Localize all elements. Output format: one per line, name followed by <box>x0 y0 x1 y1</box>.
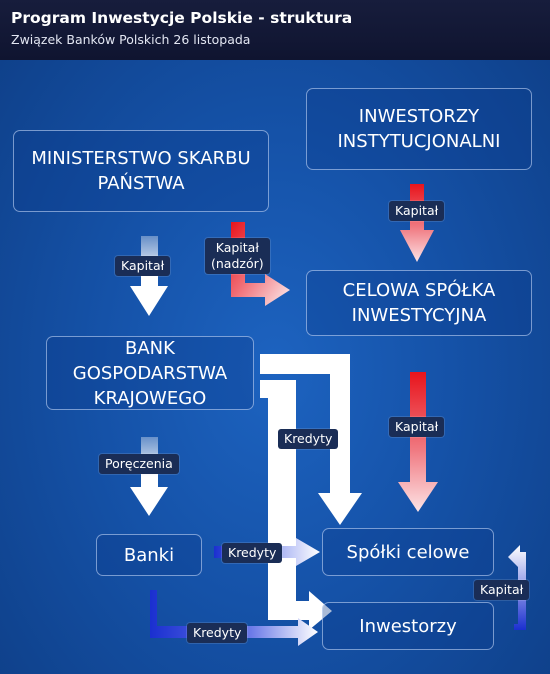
node-inwestorzy-label: Inwestorzy <box>359 615 457 637</box>
arrow-msp-to-bgk <box>130 236 168 316</box>
arrow-bgk-to-inwestorzy <box>260 380 332 630</box>
node-bgk: BANK GOSPODARSTWA KRAJOWEGO <box>46 336 254 410</box>
arrow-celowa-to-spolki <box>398 372 438 512</box>
edge-label-kapital-celowa: Kapitał <box>389 417 445 437</box>
edge-label-kapital-nadzor: Kapitał (nadzór) <box>205 238 270 274</box>
node-spolki-celowe: Spółki celowe <box>322 528 494 576</box>
node-inwestorzy-instytucjonalni: INWESTORZY INSTYTUCJONALNI <box>306 88 532 170</box>
edge-label-poreczenia: Poręczenia <box>99 454 179 474</box>
page-title: Program Inwestycje Polskie - struktura <box>11 9 353 27</box>
arrow-inst-to-celowa <box>400 184 434 262</box>
edge-label-kredyty-banki-spolki: Kredyty <box>222 543 283 563</box>
arrow-bgk-to-spolki <box>260 354 362 525</box>
node-ministerstwo-label: MINISTERSTWO SKARBU PAŃSTWA <box>31 148 251 194</box>
arrow-bgk-to-banki <box>130 437 168 516</box>
arrow-inwestorzy-to-spolki <box>508 545 526 630</box>
node-inwestorzy: Inwestorzy <box>322 602 494 650</box>
node-celowa-spolka-label: CELOWA SPÓŁKA INWESTYCYJNA <box>342 280 496 326</box>
edge-label-kredyty-bgk: Kredyty <box>278 429 339 449</box>
node-ministerstwo: MINISTERSTWO SKARBU PAŃSTWA <box>13 130 269 212</box>
edge-label-kredyty-banki-inwestorzy: Kredyty <box>187 623 248 643</box>
node-inwestorzy-instytucjonalni-label: INWESTORZY INSTYTUCJONALNI <box>337 106 501 152</box>
node-banki-label: Banki <box>123 544 175 566</box>
arrow-msp-to-celowa <box>231 222 290 306</box>
node-banki: Banki <box>96 534 202 576</box>
edge-label-kapital-msp-bgk: Kapitał <box>115 256 171 276</box>
node-bgk-label: BANK GOSPODARSTWA KRAJOWEGO <box>72 337 228 409</box>
page-subtitle: Związek Banków Polskich 26 listopada <box>11 32 251 47</box>
edge-label-kapital-inst: Kapitał <box>389 201 445 221</box>
node-spolki-celowe-label: Spółki celowe <box>346 541 470 563</box>
node-celowa-spolka: CELOWA SPÓŁKA INWESTYCYJNA <box>306 270 532 336</box>
header-bar: Program Inwestycje Polskie - struktura Z… <box>0 0 550 60</box>
edge-label-kapital-inwestorzy-spolki: Kapitał <box>474 580 530 600</box>
